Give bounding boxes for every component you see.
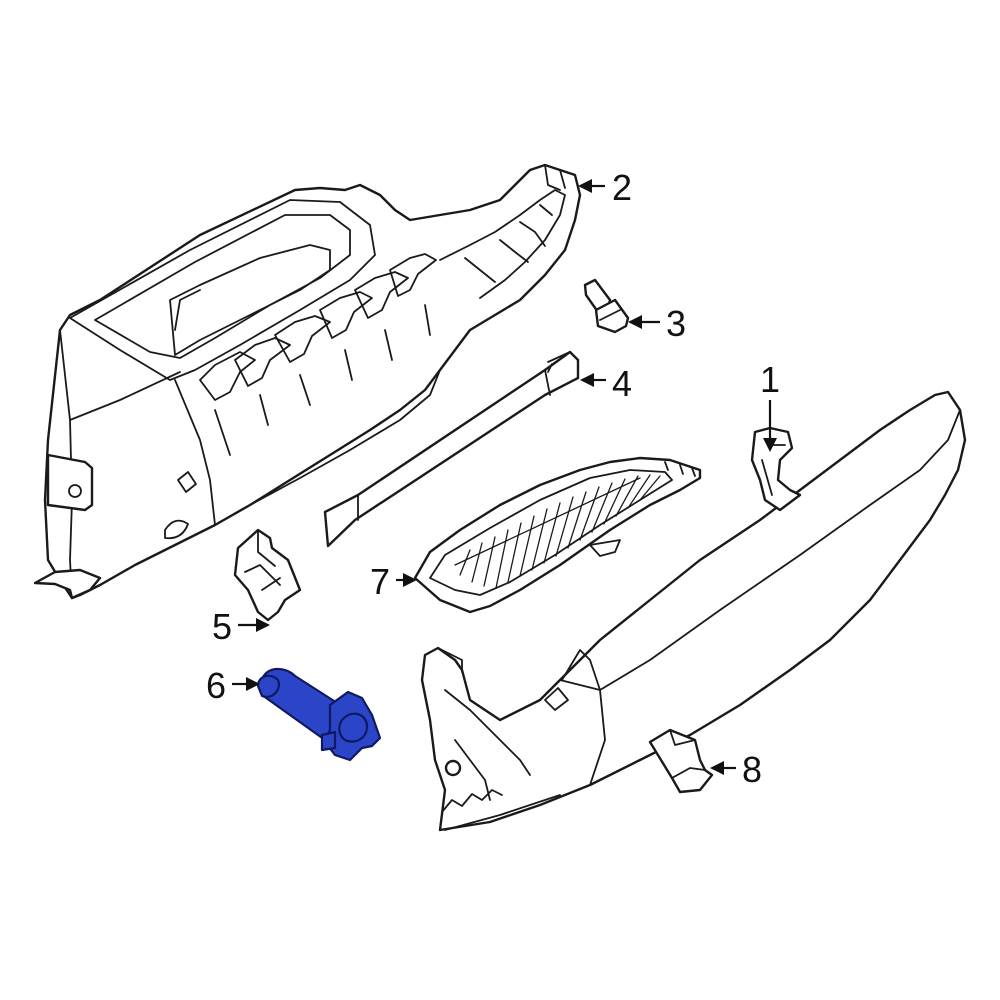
part-7-net-tray — [413, 456, 702, 614]
callout-6: 6 — [206, 665, 260, 706]
callout-label-4: 4 — [612, 363, 632, 404]
callout-label-6: 6 — [206, 665, 226, 706]
part-4-trim-strip — [323, 350, 580, 548]
callout-label-7: 7 — [370, 561, 390, 602]
arrow-4 — [580, 373, 594, 387]
callout-2: 2 — [578, 167, 632, 208]
callout-4: 4 — [580, 363, 632, 404]
callout-7: 7 — [370, 561, 417, 602]
arrow-5 — [256, 618, 270, 632]
callout-3: 3 — [628, 303, 686, 344]
part-2-glovebox-housing — [33, 163, 582, 600]
callouts: 1 2 3 4 5 6 — [206, 167, 780, 790]
callout-5: 5 — [212, 606, 270, 647]
arrow-2 — [578, 179, 592, 193]
part-8-damper — [648, 728, 714, 794]
callout-1: 1 — [760, 359, 780, 452]
part-1-glovebox-door — [420, 390, 967, 832]
part-6-latch-actuator — [256, 667, 382, 762]
arrow-8 — [710, 761, 724, 775]
part-3-bolt — [583, 278, 630, 334]
callout-label-5: 5 — [212, 606, 232, 647]
arrow-7 — [403, 573, 417, 587]
arrow-1 — [763, 438, 777, 452]
part-5-clip — [233, 528, 302, 622]
callout-label-2: 2 — [612, 167, 632, 208]
callout-label-1: 1 — [760, 359, 780, 400]
callout-8: 8 — [710, 749, 762, 790]
callout-label-3: 3 — [666, 303, 686, 344]
callout-label-8: 8 — [742, 749, 762, 790]
arrow-6 — [246, 677, 260, 691]
arrow-3 — [628, 315, 642, 329]
